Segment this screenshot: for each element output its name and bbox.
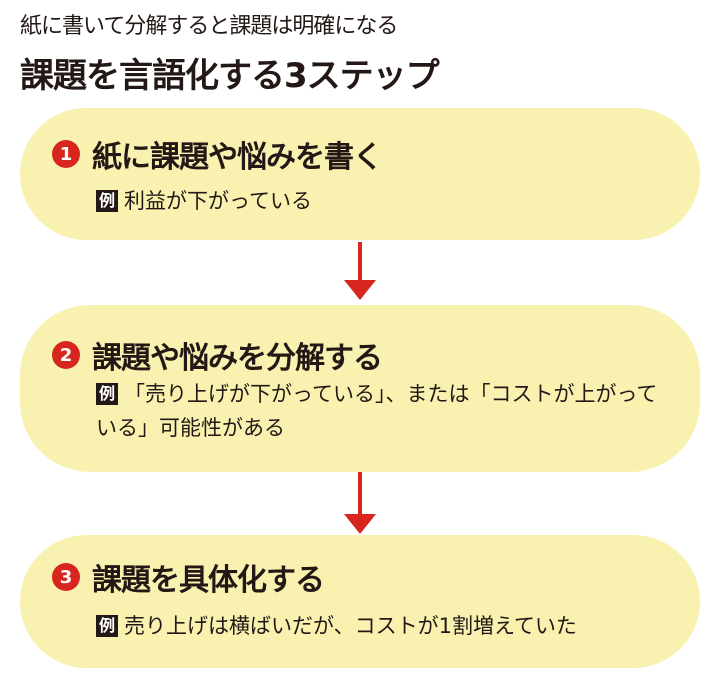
step-number-badge: 3 — [52, 563, 80, 591]
example-label: 例 — [96, 383, 119, 405]
step-heading: 紙に課題や悩みを書く — [92, 140, 383, 175]
example-label: 例 — [96, 615, 119, 637]
page-title: 課題を言語化する3ステップ — [20, 56, 440, 96]
example-label: 例 — [96, 190, 119, 212]
step-number-badge: 1 — [52, 140, 80, 168]
step-example: 例利益が下がっている — [96, 184, 670, 218]
subtitle: 紙に書いて分解すると課題は明確になる — [20, 14, 398, 39]
step-1-box: 1 紙に課題や悩みを書く 例利益が下がっている — [20, 108, 700, 240]
step-2-box: 2 課題や悩みを分解する 例「売り上げが下がっている」、または「コストが上がってい… — [20, 305, 700, 472]
example-text: 「売り上げが下がっている」、または「コストが上がっている」可能性がある — [96, 382, 658, 440]
step-heading: 課題を具体化する — [92, 563, 325, 598]
step-number-badge: 2 — [52, 341, 80, 369]
down-arrow-icon — [344, 472, 376, 534]
example-text: 利益が下がっている — [124, 189, 312, 213]
step-3-box: 3 課題を具体化する 例売り上げは横ばいだが、コストが1割増えていた — [20, 535, 700, 668]
step-example: 例売り上げは横ばいだが、コストが1割増えていた — [96, 609, 670, 643]
example-text: 売り上げは横ばいだが、コストが1割増えていた — [124, 614, 577, 638]
down-arrow-icon — [344, 242, 376, 300]
step-example: 例「売り上げが下がっている」、または「コストが上がっている」可能性がある — [96, 377, 670, 445]
step-heading: 課題や悩みを分解する — [92, 341, 383, 376]
